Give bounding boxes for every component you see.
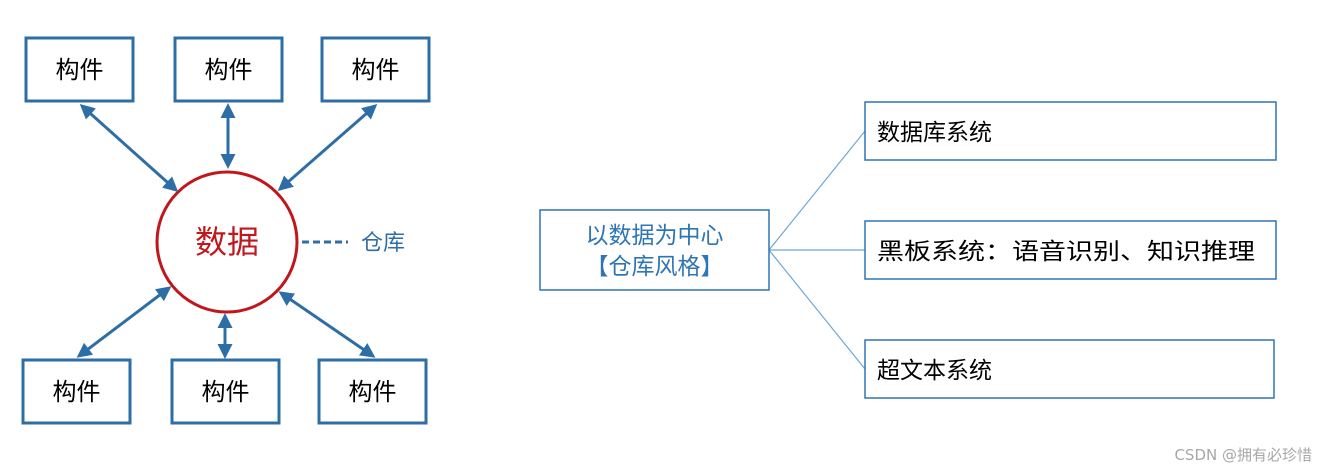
component-box-bottom-middle: 构件 (170, 358, 281, 425)
component-label: 构件 (205, 56, 253, 84)
component-label: 构件 (352, 56, 400, 84)
target-label: 黑板系统：语音识别、知识推理 (877, 239, 1255, 265)
component-box-top-right: 构件 (320, 36, 431, 103)
component-box-top-left: 构件 (24, 36, 135, 103)
target-box-database: 数据库系统 (864, 101, 1277, 161)
arrow-bottom-left (76, 286, 172, 358)
component-label: 构件 (53, 378, 101, 406)
arrow-top-left (79, 104, 179, 192)
watermark: CSDN @拥有必珍惜 (1174, 446, 1312, 464)
component-box-bottom-left: 构件 (21, 358, 132, 425)
target-label: 超文本系统 (877, 358, 992, 384)
arrow-top-right (277, 104, 378, 191)
source-line-1: 以数据为中心 (586, 223, 724, 249)
connector-to-database (768, 130, 866, 251)
center-data-label: 数据 (195, 223, 259, 261)
component-label: 构件 (56, 56, 104, 84)
data-centered-style-box: 以数据为中心 【仓库风格】 (539, 209, 770, 291)
component-box-top-middle: 构件 (173, 36, 284, 103)
connector-to-hypertext (768, 249, 866, 370)
target-box-hypertext: 超文本系统 (864, 339, 1275, 399)
data-repository-circle (155, 170, 299, 314)
component-label: 构件 (202, 378, 250, 406)
component-box-bottom-right: 构件 (317, 358, 428, 425)
component-label: 构件 (349, 378, 397, 406)
source-line-2: 【仓库风格】 (586, 254, 724, 280)
arrow-bottom-right (278, 291, 376, 358)
target-label: 数据库系统 (877, 120, 992, 146)
target-box-blackboard: 黑板系统：语音识别、知识推理 (864, 220, 1277, 280)
repository-label: 仓库 (361, 231, 405, 256)
